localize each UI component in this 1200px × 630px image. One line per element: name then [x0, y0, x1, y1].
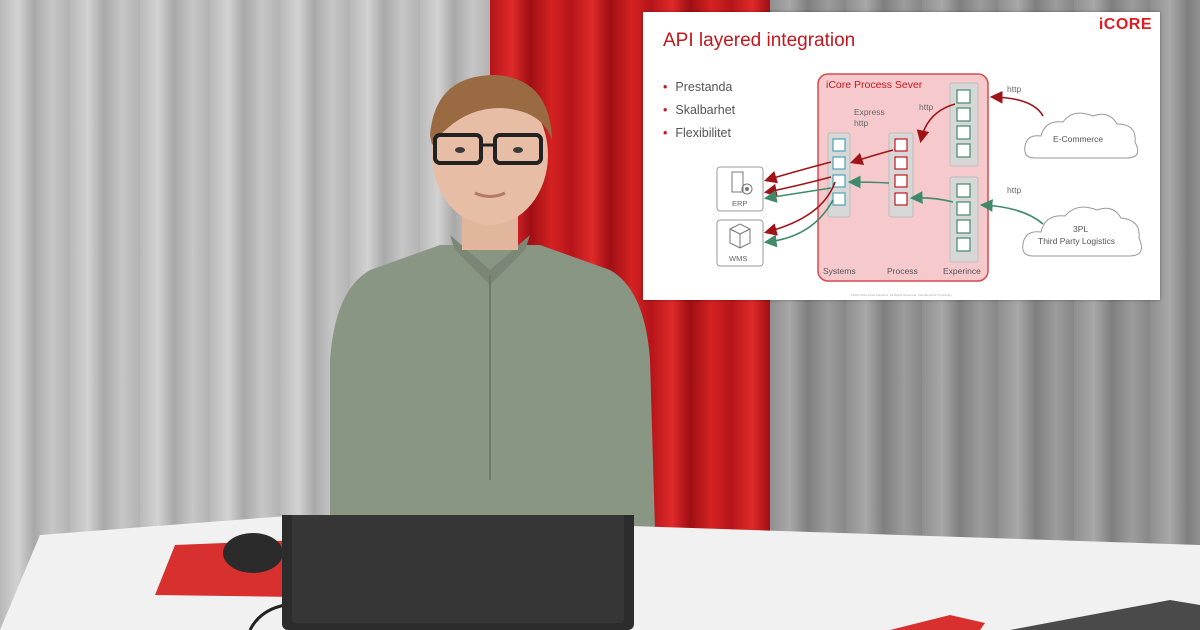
arrow-exp-to-process [916, 103, 956, 144]
http-label-ecommerce: http [1007, 84, 1021, 94]
ecommerce-cloud [1024, 112, 1139, 159]
arrow-systems-to-erp-green [763, 187, 832, 203]
bullet-item: Flexibilitet [663, 126, 735, 140]
erp-building-icon [731, 171, 753, 195]
wms-label: WMS [729, 254, 747, 263]
arrow-process-to-systems-green [847, 175, 890, 189]
express-http-label: http [854, 118, 868, 128]
http-label-tpl: http [1007, 185, 1021, 195]
tpl-label-line1: 3PL [1073, 224, 1088, 234]
server-label: iCore Process Sever [826, 79, 923, 91]
arrow-systems-to-wms-green [763, 199, 834, 248]
arrow-exp-to-process-green [909, 191, 954, 204]
http-label-top: http [919, 102, 933, 112]
ecommerce-label: E-Commerce [1053, 134, 1103, 144]
arrow-systems-to-erp-1 [763, 161, 832, 184]
bullet-item: Skalbarhet [663, 103, 735, 117]
wms-box-icon [729, 223, 751, 249]
arrow-tpl-to-exp [979, 199, 1044, 225]
bullet-item: Prestanda [663, 80, 735, 94]
layer-process-label: Process [887, 266, 918, 276]
integration-diagram: iCore Process Sever Express http http [716, 73, 1142, 282]
arrow-ecom-to-exp [989, 90, 1044, 117]
slide-footer: ©2007-2021 iCore Solutions. All Rights R… [850, 293, 953, 297]
desk [0, 515, 1200, 630]
arrow-process-to-systems [849, 149, 894, 166]
arrow-systems-to-wms [763, 181, 836, 236]
erp-label: ERP [732, 199, 747, 208]
presenter [330, 75, 655, 530]
erp-box [716, 166, 764, 212]
bullet-list: Prestanda Skalbarhet Flexibilitet [663, 80, 735, 149]
presentation-slide: iCORE API layered integration Prestanda … [643, 12, 1160, 300]
layer-experience-label: Experince [943, 266, 981, 276]
tpl-label-line2: Third Party Logistics [1038, 236, 1115, 246]
layer-systems-label: Systems [823, 266, 856, 276]
express-label: Express [854, 107, 885, 117]
slide-title: API layered integration [663, 30, 856, 51]
icore-logo: iCORE [1098, 16, 1152, 33]
tpl-cloud [1022, 206, 1142, 257]
